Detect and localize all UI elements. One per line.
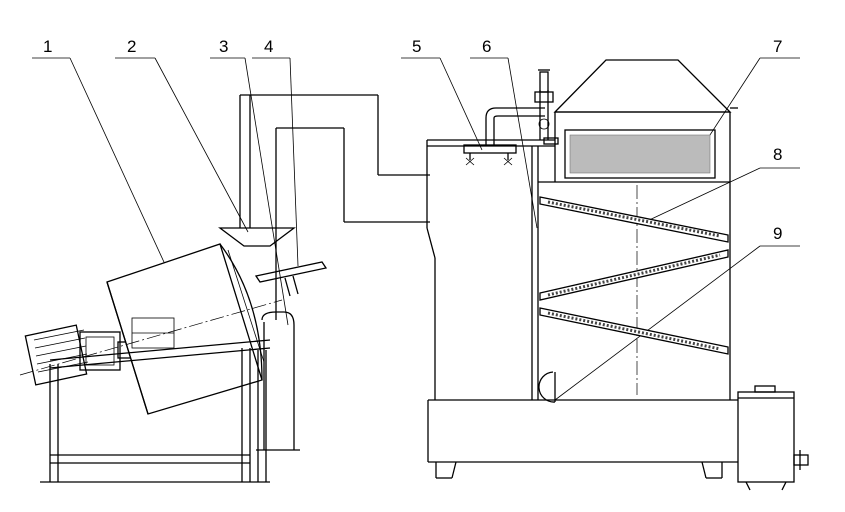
callout-5: 5 [412, 37, 421, 56]
callout-2: 2 [127, 37, 136, 56]
callout-9: 9 [773, 224, 782, 243]
discharge-chute [254, 261, 328, 297]
callout-labels: 1 2 3 4 5 6 7 8 9 [43, 37, 782, 243]
callout-4: 4 [264, 37, 273, 56]
callout-8: 8 [773, 145, 782, 164]
return-pipe [256, 127, 430, 451]
callout-7: 7 [773, 37, 782, 56]
spray-tower [426, 59, 809, 491]
callout-6: 6 [482, 37, 491, 56]
callout-3: 3 [219, 37, 228, 56]
rotating-drum-assembly [19, 243, 283, 483]
callout-1: 1 [43, 37, 52, 56]
leader-lines [32, 57, 800, 401]
spray-nozzle-assembly [463, 69, 559, 166]
feed-hopper [218, 94, 430, 247]
